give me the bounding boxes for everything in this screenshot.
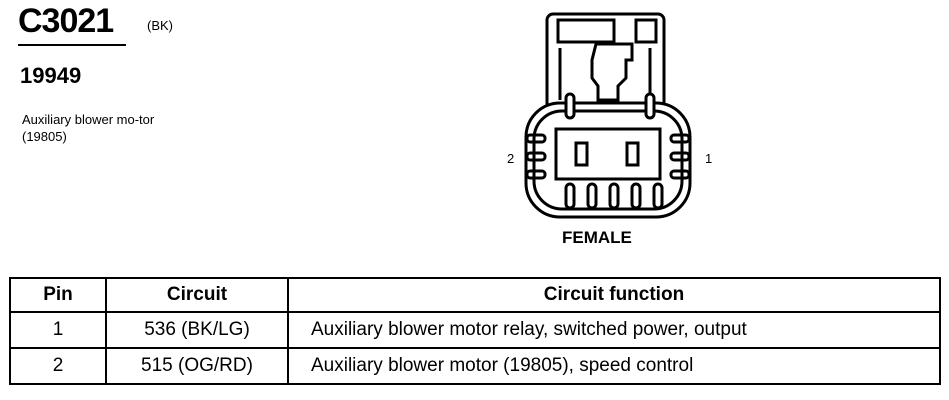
cell-pin: 2: [9, 347, 107, 385]
connector-face: [524, 101, 692, 219]
terminal-slot-pin-1: [625, 141, 640, 167]
connector-id: C3021: [18, 2, 114, 40]
title-underline: [18, 44, 126, 46]
table-row: 1 536 (BK/LG) Auxiliary blower motor rel…: [9, 311, 941, 349]
pin-1-label: 1: [705, 151, 713, 166]
latch-tab-left: [556, 18, 616, 44]
latch-lock: [590, 42, 634, 102]
connector-gender-label: FEMALE: [562, 228, 632, 247]
table-header-row: Pin Circuit Circuit function: [9, 277, 941, 313]
cell-circuit: 515 (OG/RD): [105, 347, 289, 385]
pin-2-label: 2: [507, 151, 515, 166]
connector-description: Auxiliary blower mo-tor (19805): [22, 112, 155, 144]
cell-circuit-function: Auxiliary blower motor (19805), speed co…: [287, 347, 941, 385]
header-circuit-function: Circuit function: [287, 277, 941, 313]
part-number: 19949: [20, 63, 82, 88]
cell-circuit-function: Auxiliary blower motor relay, switched p…: [287, 311, 941, 349]
connector-face-diagram: [524, 12, 692, 219]
connector-color-code: (BK): [147, 18, 173, 33]
latch-tab-right: [634, 18, 658, 44]
header-pin: Pin: [9, 277, 107, 313]
cell-circuit: 536 (BK/LG): [105, 311, 289, 349]
terminal-slot-pin-2: [574, 141, 589, 167]
cell-pin: 1: [9, 311, 107, 349]
header-circuit: Circuit: [105, 277, 289, 313]
table-row: 2 515 (OG/RD) Auxiliary blower motor (19…: [9, 347, 941, 385]
terminal-cavity-frame: [554, 127, 662, 181]
pinout-table: Pin Circuit Circuit function 1 536 (BK/L…: [9, 277, 941, 385]
